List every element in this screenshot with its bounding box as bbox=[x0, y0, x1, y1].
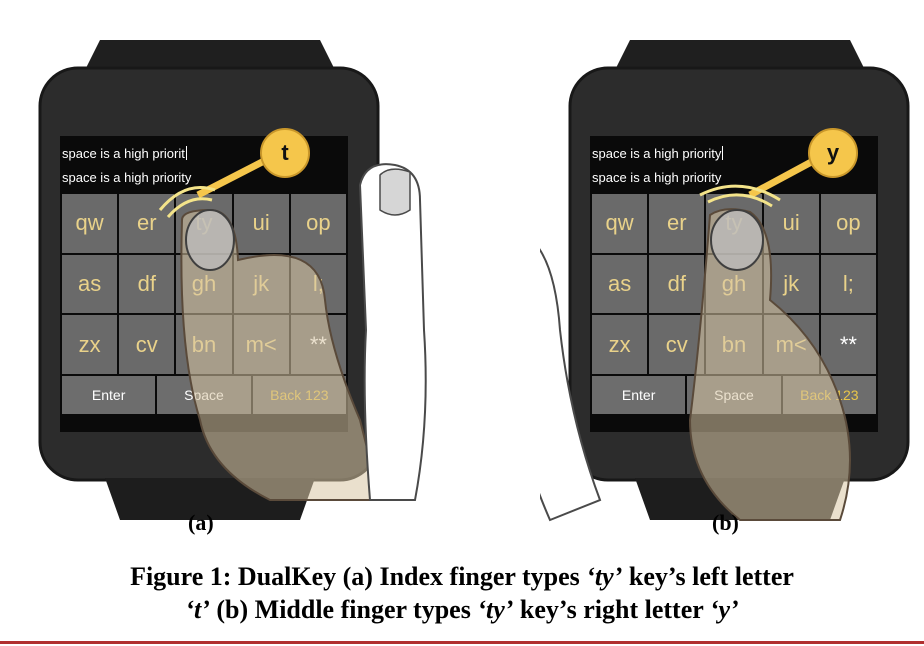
key-as[interactable]: as bbox=[592, 254, 648, 314]
key-df[interactable]: df bbox=[119, 254, 175, 314]
key-bn[interactable]: bn bbox=[706, 315, 762, 374]
key-ui[interactable]: ui bbox=[763, 194, 819, 253]
caption-key-ty: ‘ty’ bbox=[586, 562, 623, 591]
back-123-key[interactable]: Back 123 bbox=[252, 376, 346, 414]
key-cv[interactable]: cv bbox=[649, 315, 705, 374]
typed-text: space is a high priorit bbox=[62, 146, 185, 161]
dualkey-keyboard: qw er ty ui op as df gh jk l; zx cv bn m… bbox=[592, 194, 876, 374]
dualkey-keyboard: qw er ty ui op as df gh jk l; zx cv bn m… bbox=[62, 194, 346, 374]
key-qw[interactable]: qw bbox=[592, 194, 648, 253]
key-er[interactable]: er bbox=[119, 194, 175, 253]
key-qw[interactable]: qw bbox=[62, 194, 118, 253]
key-balloon-t: t bbox=[260, 128, 310, 178]
key-df[interactable]: df bbox=[649, 254, 705, 314]
back-123-key[interactable]: Back 123 bbox=[782, 376, 876, 414]
text-entry-area[interactable]: space is a high priority space is a high… bbox=[590, 136, 878, 192]
typed-text: space is a high priority bbox=[592, 146, 722, 161]
key-zx[interactable]: zx bbox=[592, 315, 648, 374]
watch-screen: space is a high priorit space is a high … bbox=[60, 136, 348, 432]
key-as[interactable]: as bbox=[62, 254, 118, 314]
key-gh[interactable]: gh bbox=[176, 254, 232, 314]
key-gh[interactable]: gh bbox=[706, 254, 762, 314]
divider-rule bbox=[0, 641, 924, 644]
key-l-semicolon[interactable]: l; bbox=[820, 254, 876, 314]
key-er[interactable]: er bbox=[649, 194, 705, 253]
function-key-row: Enter Space Back 123 bbox=[592, 376, 876, 414]
caption-letter-t: ‘t’ bbox=[185, 595, 210, 624]
caption-text: key’s right letter bbox=[513, 595, 710, 624]
target-phrase: space is a high priority bbox=[592, 170, 722, 185]
key-op[interactable]: op bbox=[820, 194, 876, 253]
function-key-row: Enter Space Back 123 bbox=[62, 376, 346, 414]
panel-label-b: (b) bbox=[712, 510, 739, 535]
key-jk[interactable]: jk bbox=[763, 254, 819, 314]
key-ty[interactable]: ty bbox=[176, 194, 232, 253]
caption-text: (b) Middle finger types bbox=[209, 595, 478, 624]
watch-screen: space is a high priority space is a high… bbox=[590, 136, 878, 432]
caption-letter-y: ‘y’ bbox=[709, 595, 739, 624]
key-symbols[interactable]: ** bbox=[290, 315, 346, 374]
text-entry-area[interactable]: space is a high priorit space is a high … bbox=[60, 136, 348, 192]
figure-panel-b: space is a high priority space is a high… bbox=[540, 0, 924, 540]
figure-panel-a: space is a high priorit space is a high … bbox=[10, 0, 430, 540]
caption-text: key’s left letter bbox=[622, 562, 794, 591]
key-jk[interactable]: jk bbox=[233, 254, 289, 314]
target-phrase: space is a high priority bbox=[62, 170, 192, 185]
caption-text: Figure 1: DualKey (a) Index finger types bbox=[130, 562, 587, 591]
key-ty[interactable]: ty bbox=[706, 194, 762, 253]
key-bn[interactable]: bn bbox=[176, 315, 232, 374]
key-symbols[interactable]: ** bbox=[820, 315, 876, 374]
key-op[interactable]: op bbox=[290, 194, 346, 253]
enter-key[interactable]: Enter bbox=[592, 376, 686, 414]
key-ui[interactable]: ui bbox=[233, 194, 289, 253]
figure-caption: Figure 1: DualKey (a) Index finger types… bbox=[0, 560, 924, 626]
caption-line-1: Figure 1: DualKey (a) Index finger types… bbox=[0, 560, 924, 593]
caption-key-ty: ‘ty’ bbox=[477, 595, 514, 624]
key-cv[interactable]: cv bbox=[119, 315, 175, 374]
space-key[interactable]: Space bbox=[687, 376, 781, 414]
panel-label-a: (a) bbox=[188, 510, 214, 535]
key-balloon-y: y bbox=[808, 128, 858, 178]
key-m-backspace[interactable]: m< bbox=[233, 315, 289, 374]
space-key[interactable]: Space bbox=[157, 376, 251, 414]
enter-key[interactable]: Enter bbox=[62, 376, 156, 414]
key-m-backspace[interactable]: m< bbox=[763, 315, 819, 374]
caption-line-2: ‘t’ (b) Middle finger types ‘ty’ key’s r… bbox=[0, 593, 924, 626]
key-l-semicolon[interactable]: l; bbox=[290, 254, 346, 314]
key-zx[interactable]: zx bbox=[62, 315, 118, 374]
